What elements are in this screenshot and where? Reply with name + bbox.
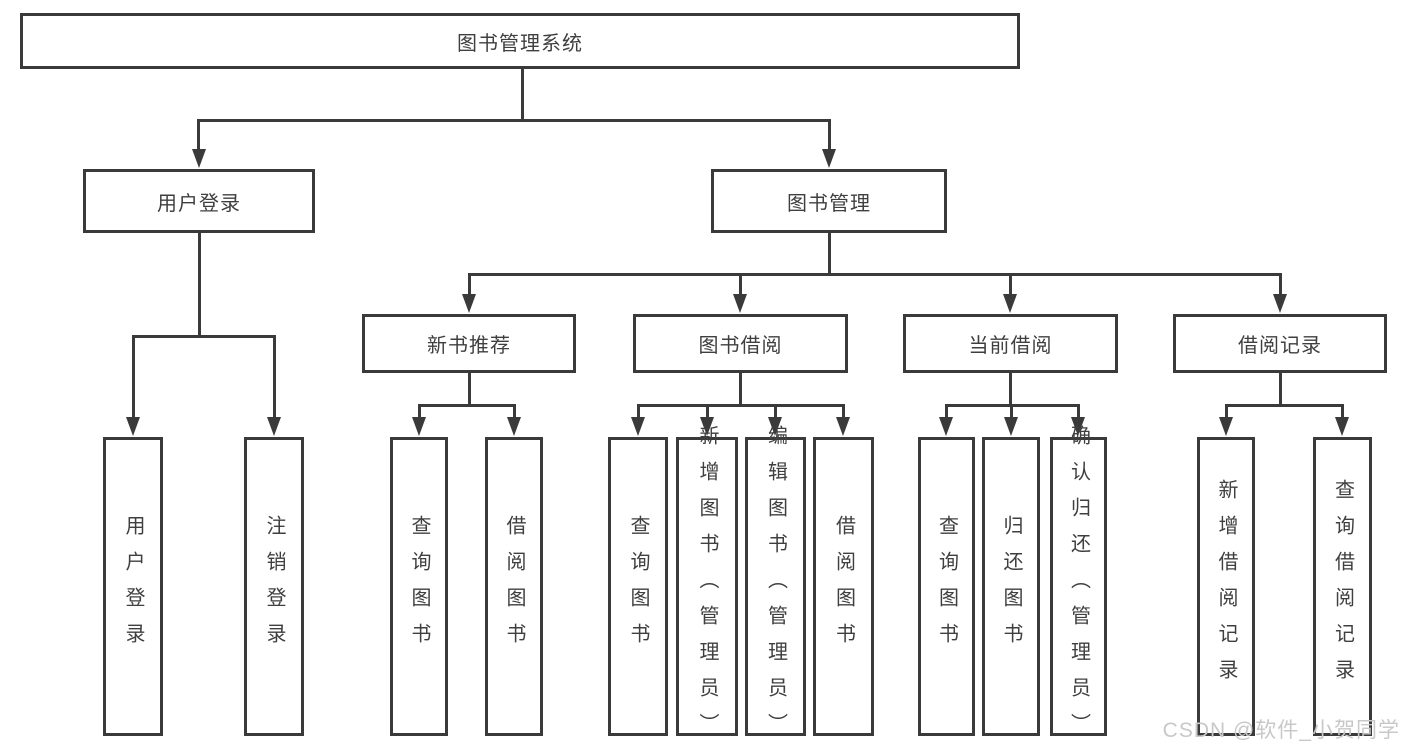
- arrow-down: [1335, 417, 1349, 436]
- leaf-logout: 注销登录: [244, 437, 304, 736]
- node-label: 借阅记录: [1238, 335, 1322, 357]
- node-book-management: 图书管理: [711, 169, 947, 233]
- connector-bar: [637, 404, 845, 407]
- node-new-book-recommend: 新书推荐: [362, 314, 576, 373]
- leaf-query-book-recommend: 查询图书: [390, 437, 448, 736]
- connector-stem: [739, 373, 742, 406]
- leaf-query-book-borrow: 查询图书: [608, 437, 668, 736]
- connector-bar: [1225, 404, 1344, 407]
- connector-drop: [1009, 273, 1012, 298]
- connector-bookmgmt-stem: [828, 233, 831, 275]
- arrow-down: [700, 417, 714, 436]
- arrow-down: [412, 417, 426, 436]
- leaf-label: 新增借阅记录: [1215, 478, 1237, 695]
- connector-drop: [1010, 404, 1013, 421]
- connector-drop: [1279, 273, 1282, 298]
- arrow-down: [1273, 294, 1287, 313]
- connector-stem: [1279, 373, 1282, 406]
- arrow-down: [939, 417, 953, 436]
- node-label: 图书管理系统: [457, 32, 583, 55]
- leaf-label: 借阅图书: [832, 514, 855, 659]
- node-label: 图书借阅: [698, 335, 783, 357]
- arrow-down: [836, 417, 850, 436]
- connector-userlogin-stem: [198, 233, 201, 337]
- leaf-label: 注销登录: [263, 514, 285, 659]
- connector-userlogin-bar: [132, 335, 276, 338]
- arrow-down: [1003, 294, 1017, 313]
- leaf-confirm-return-admin: 确认归还（管理员）: [1050, 425, 1107, 747]
- arrow-down: [126, 417, 140, 436]
- node-borrow-record: 借阅记录: [1173, 314, 1387, 373]
- node-label: 新书推荐: [427, 335, 511, 357]
- leaf-label: 编辑图书（管理员）: [764, 424, 787, 747]
- arrow-down: [1219, 417, 1233, 436]
- arrow-down: [267, 417, 281, 436]
- leaf-label: 确认归还（管理员）: [1067, 424, 1090, 747]
- arrow-down: [631, 417, 645, 436]
- arrow-down: [768, 417, 782, 436]
- connector-drop: [197, 119, 200, 152]
- connector-stem: [468, 373, 471, 406]
- connector-bookmgmt-bar: [468, 273, 1282, 276]
- connector-drop: [739, 273, 742, 298]
- leaf-return-book: 归还图书: [982, 437, 1040, 736]
- connector-drop: [1225, 404, 1228, 421]
- node-label: 用户登录: [157, 192, 241, 215]
- arrow-down: [192, 149, 206, 168]
- leaf-label: 查询图书: [935, 514, 958, 659]
- leaf-label: 查询图书: [627, 514, 649, 659]
- node-library-system: 图书管理系统: [20, 13, 1020, 69]
- arrow-down: [462, 294, 476, 313]
- leaf-label: 归还图书: [1000, 514, 1022, 659]
- connector-drop: [774, 404, 777, 421]
- connector-drop: [637, 404, 640, 421]
- connector-drop: [828, 119, 831, 152]
- connector-drop: [1341, 404, 1344, 421]
- csdn-watermark: CSDN @软件_小贺同学: [1162, 719, 1400, 742]
- leaf-borrow-book-recommend: 借阅图书: [485, 437, 543, 736]
- leaf-query-book-current: 查询图书: [918, 437, 975, 736]
- arrow-down: [507, 417, 521, 436]
- connector-drop: [706, 404, 709, 421]
- leaf-add-borrow-record: 新增借阅记录: [1197, 437, 1255, 736]
- connector-drop: [418, 404, 421, 421]
- leaf-label: 用户登录: [122, 514, 144, 659]
- connector-drop: [842, 404, 845, 421]
- leaf-edit-book-admin: 编辑图书（管理员）: [745, 425, 806, 747]
- leaf-label: 查询图书: [408, 514, 430, 659]
- leaf-add-book-admin: 新增图书（管理员）: [676, 425, 738, 747]
- connector-drop: [132, 335, 135, 420]
- arrow-down: [733, 294, 747, 313]
- leaf-borrow-book: 借阅图书: [813, 437, 874, 736]
- arrow-down: [1071, 417, 1085, 436]
- connector-drop: [468, 273, 471, 298]
- leaf-label: 新增图书（管理员）: [696, 424, 718, 747]
- leaf-query-borrow-record: 查询借阅记录: [1313, 437, 1372, 736]
- connector-root-bar: [198, 119, 831, 122]
- leaf-user-login: 用户登录: [103, 437, 163, 736]
- arrow-down: [1004, 417, 1018, 436]
- node-user-login: 用户登录: [83, 169, 315, 233]
- connector-stem: [1009, 373, 1012, 406]
- node-current-borrow: 当前借阅: [903, 314, 1118, 373]
- connector-bar: [418, 404, 516, 407]
- node-book-borrow: 图书借阅: [633, 314, 848, 373]
- node-label: 当前借阅: [968, 335, 1053, 357]
- connector-drop: [1077, 404, 1080, 421]
- connector-drop: [513, 404, 516, 421]
- arrow-down: [822, 149, 836, 168]
- leaf-label: 查询借阅记录: [1331, 478, 1354, 695]
- leaf-label: 借阅图书: [503, 514, 525, 659]
- connector-drop: [945, 404, 948, 421]
- node-label: 图书管理: [787, 192, 871, 215]
- connector-root-stem: [521, 69, 524, 121]
- connector-drop: [273, 335, 276, 420]
